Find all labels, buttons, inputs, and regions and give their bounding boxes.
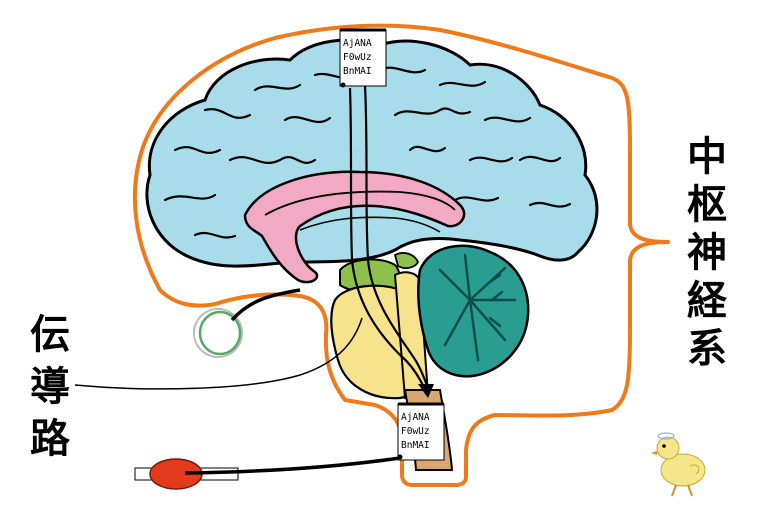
limbic-region xyxy=(243,170,466,284)
label-central-nervous-system: 中 枢 神 経 系 xyxy=(687,134,728,372)
eye-icon xyxy=(193,288,301,358)
cns-char-4: 経 xyxy=(687,278,728,324)
tag-bottom-line-2: F0wUz xyxy=(401,426,430,437)
tag-top-line-2: F0wUz xyxy=(343,52,372,63)
tag-bottom: AjANA F0wUz BnMAI xyxy=(397,402,445,461)
cns-char-2: 枢 xyxy=(687,182,727,228)
cns-char-3: 神 xyxy=(687,230,727,276)
tag-bottom-line-1: AjANA xyxy=(401,412,430,423)
chick-icon xyxy=(651,432,706,497)
muscle-icon xyxy=(134,456,401,490)
pathway-char-2: 導 xyxy=(30,364,70,410)
limbic-inner-fold xyxy=(264,190,456,216)
pathway-char-1: 伝 xyxy=(30,312,70,358)
tag-top-line-3: BnMAI xyxy=(343,66,372,77)
cns-outline xyxy=(132,23,670,487)
cns-char-1: 中 xyxy=(687,134,727,180)
label-conduction-pathway: 伝 導 路 xyxy=(30,312,71,462)
descending-pathway xyxy=(348,84,434,398)
tag-bottom-line-3: BnMAI xyxy=(401,440,430,451)
limbic-inner-fold-2 xyxy=(299,216,441,233)
cerebellum xyxy=(417,244,530,378)
pathway-char-3: 路 xyxy=(30,416,71,462)
pathway-pointer-line xyxy=(74,317,363,390)
pathway-arrowhead xyxy=(418,384,434,398)
tag-top-line-1: AjANA xyxy=(343,38,372,49)
cerebrum-folds xyxy=(163,66,572,239)
cns-char-5: 系 xyxy=(687,326,727,372)
pineal-area xyxy=(393,252,419,269)
tag-top: AjANA F0wUz BnMAI xyxy=(339,28,387,88)
